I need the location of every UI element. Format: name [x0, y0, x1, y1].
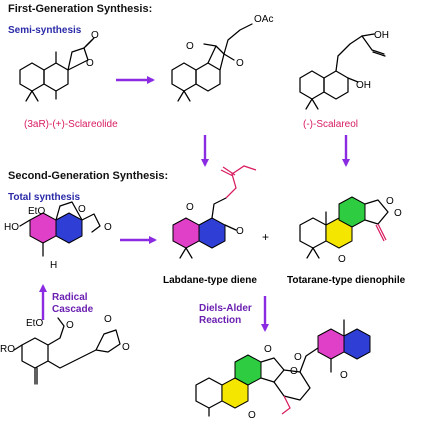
precursor-o-1: O	[78, 204, 86, 215]
sclareolide-structure: O O	[19, 30, 99, 102]
acetoxy-intermediate-structure: OAc O O	[171, 14, 273, 102]
scalareol-oh: OH	[356, 80, 371, 91]
diels-alder-label-2: Reaction	[199, 315, 242, 326]
acyclic-ro: RO	[0, 344, 15, 355]
adduct-carbonyl-o: O	[290, 366, 298, 377]
sclareolide-carbonyl-o: O	[91, 30, 99, 41]
second-generation-title: Second-Generation Synthesis:	[8, 170, 169, 182]
adduct-o-bottom: O	[248, 410, 256, 421]
precursor-eto: EtO	[28, 206, 45, 217]
adduct-ring-o: O	[264, 344, 272, 355]
diene-ring-o: O	[236, 226, 244, 237]
acyclic-ring-o: O	[122, 342, 130, 353]
acyclic-o: O	[66, 320, 74, 331]
diene-o: O	[186, 202, 194, 213]
sclareolide-label: (3aR)-(+)-Sclareolide	[24, 119, 118, 130]
acyclic-precursor-structure: RO EtO O O O	[0, 314, 130, 385]
acyclic-carbonyl-o: O	[104, 314, 112, 325]
dienophile-ketone-o: O	[338, 254, 346, 265]
totarane-dienophile-label: Totarane-type dienophile	[287, 275, 406, 286]
scalareol-label: (-)-Scalareol	[303, 119, 359, 130]
plus-sign: +	[262, 230, 270, 244]
adduct-ketone-o: O	[340, 370, 348, 381]
adduct-o: O	[294, 352, 302, 363]
precursor-ho: HO	[4, 222, 19, 233]
sclareolide-ring-o: O	[86, 58, 94, 69]
labdane-diene-structure: O O	[172, 165, 257, 259]
dienophile-ring-o: O	[386, 196, 394, 207]
dienophile-carbonyl-o: O	[394, 208, 402, 219]
second-generation-subtitle: Total synthesis	[8, 192, 81, 203]
acyclic-eto: EtO	[26, 318, 43, 329]
tricyclic-precursor-structure: HO EtO O O H	[4, 201, 112, 271]
intermediate-o: O	[236, 58, 244, 69]
scalareol-oh-top: OH	[374, 30, 389, 41]
totarane-dienophile-structure: O O O	[299, 196, 402, 265]
precursor-o-2: O	[104, 222, 112, 233]
scalareol-structure: OH OH	[299, 30, 389, 110]
radical-cascade-label-2: Cascade	[52, 304, 94, 315]
diels-alder-label-1: Diels-Alder	[199, 303, 252, 314]
intermediate-ring-o: O	[186, 41, 194, 52]
labdane-diene-label: Labdane-type diene	[163, 275, 257, 286]
first-generation-title: First-Generation Synthesis:	[8, 3, 153, 15]
diels-alder-adduct-structure: O O O O O	[195, 319, 371, 421]
radical-cascade-label-1: Radical	[52, 292, 88, 303]
intermediate-oac: OAc	[254, 14, 273, 25]
first-generation-subtitle: Semi-synthesis	[8, 25, 82, 36]
precursor-h: H	[50, 260, 57, 271]
